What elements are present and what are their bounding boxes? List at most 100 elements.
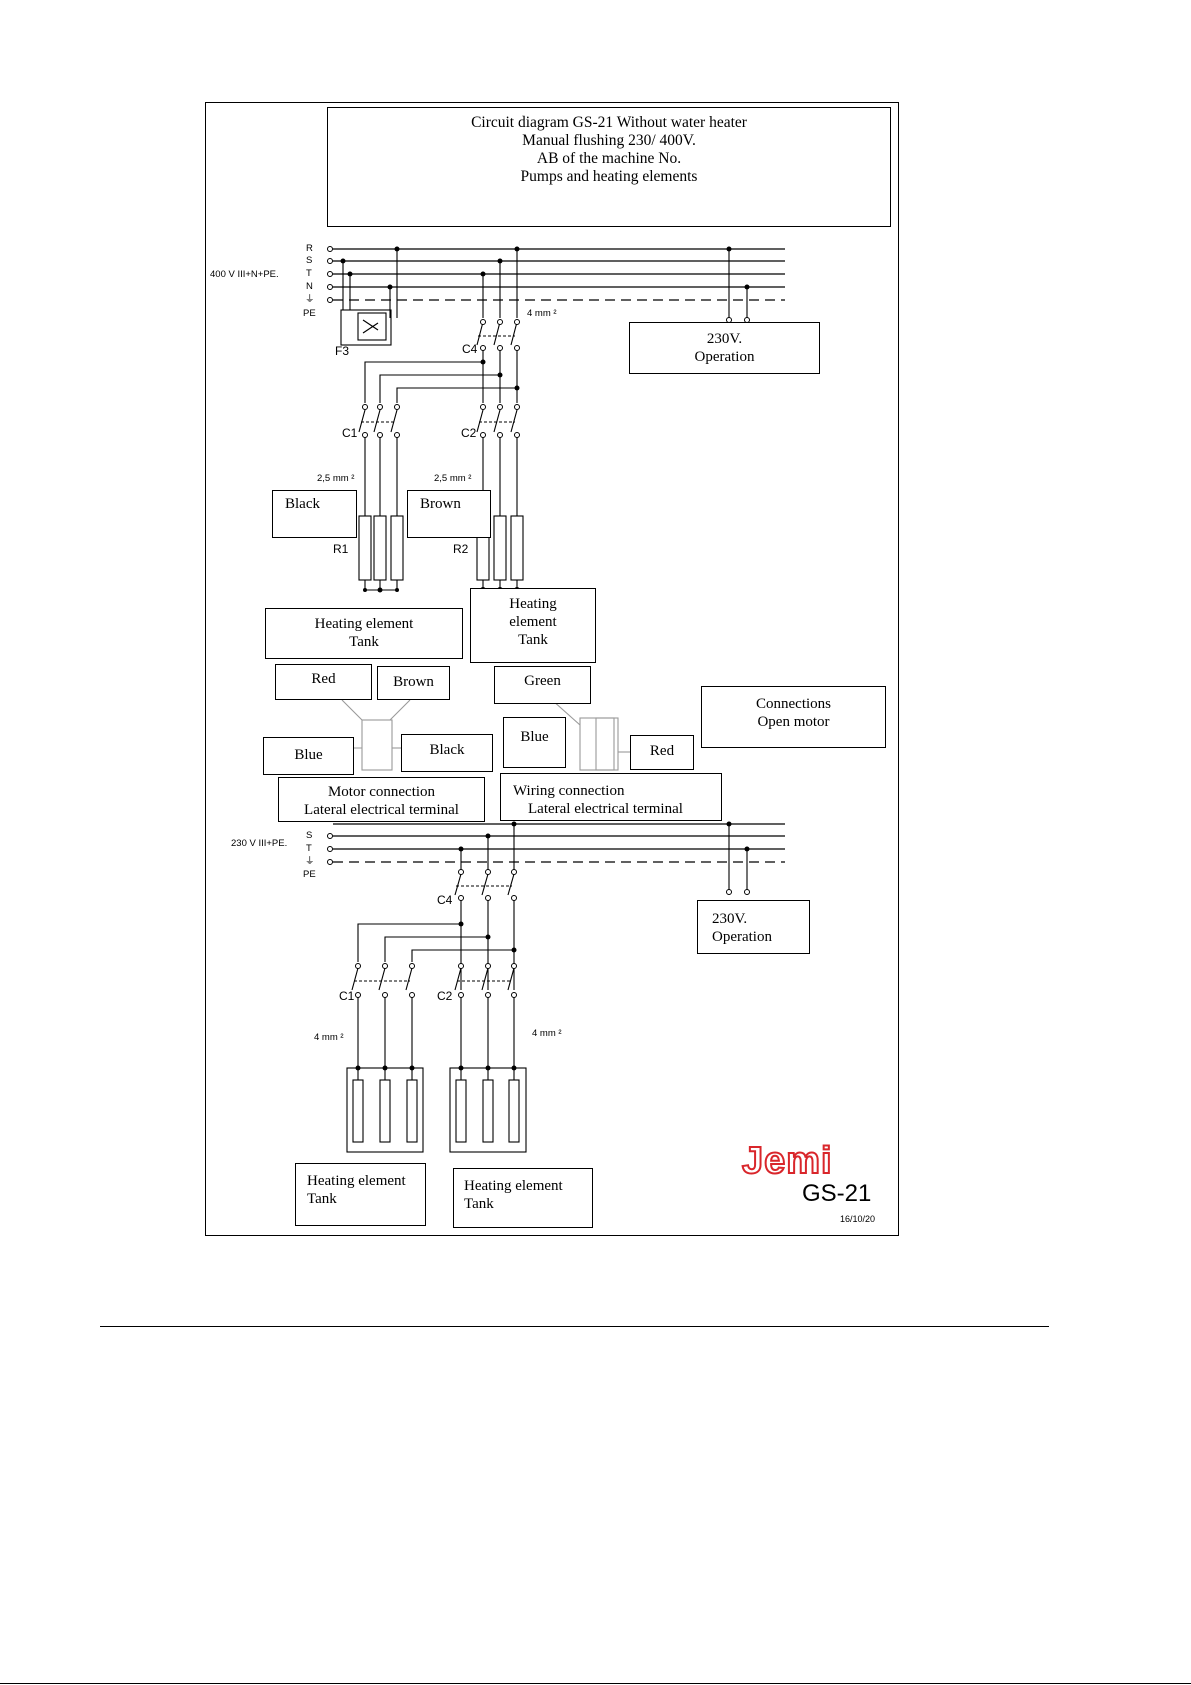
connections-line-1: Connections <box>756 696 831 712</box>
phase-s-label: S <box>306 255 313 266</box>
contactor-c4-bottom <box>454 824 515 990</box>
motor-line-1: Motor connection <box>327 784 436 800</box>
c1-c2-bottom-terminals <box>355 963 517 998</box>
operation-drop-bottom <box>728 824 748 890</box>
heating-tank-left-line-1: Heating element <box>314 616 414 632</box>
heating-bottom-right-line-1: Heating element <box>464 1178 563 1194</box>
svg-text:Jemi: Jemi <box>742 1141 833 1179</box>
connections-box: Connections Open motor <box>701 686 886 748</box>
operation-bottom-line-2: Operation <box>712 929 772 945</box>
supply-230-label: 230 V III+PE. <box>231 838 288 849</box>
color-blue-right-text: Blue <box>520 729 549 745</box>
color-box-green: Green <box>494 666 591 704</box>
color-box-blue-right: Blue <box>503 717 566 768</box>
feeders-top <box>364 361 518 403</box>
title-line-3: AB of the machine No. <box>536 150 682 167</box>
bus-terminals-400 <box>327 246 333 303</box>
color-box-brown-mid: Brown <box>377 666 450 700</box>
heating-box-bottom-right: Heating element Tank <box>453 1168 593 1228</box>
connections-line-2: Open motor <box>757 714 830 730</box>
operation-top-line-2: Operation <box>694 349 755 365</box>
phase-t-230-label: T <box>306 843 312 854</box>
jemi-logo: Jemi <box>741 1141 833 1179</box>
color-box-blue-left: Blue <box>263 737 354 775</box>
title-box: Circuit diagram GS-21 Without water heat… <box>327 107 891 227</box>
model-label: GS-21 <box>802 1180 872 1207</box>
color-box-red-left: Red <box>275 664 372 700</box>
c4-top-terminals <box>480 319 520 351</box>
phase-s-230-label: S <box>306 830 313 841</box>
color-brown-mid-text: Brown <box>393 674 434 690</box>
contactor-c1-bottom-label: C1 <box>339 989 355 1003</box>
phase-r-label: R <box>306 243 313 254</box>
cable-r2-label: 2,5 mm ² <box>434 473 472 484</box>
bus-lines-230 <box>333 823 785 863</box>
color-brown-top-text: Brown <box>420 496 461 512</box>
heating-tank-right-line-1: Heating <box>509 596 557 612</box>
wiring-connection-sketch <box>551 699 632 771</box>
resistor-r1-label: R1 <box>333 542 349 556</box>
heating-bottom-junctions <box>355 1065 517 1071</box>
color-red-left-text: Red <box>311 671 336 687</box>
color-black-top-text: Black <box>285 496 320 512</box>
color-black-mid-text: Black <box>429 742 465 758</box>
bus-lines-400 <box>333 248 785 301</box>
cable-bottom-left-label: 4 mm ² <box>314 1032 344 1043</box>
ground-icon: ⏚ <box>305 294 315 305</box>
r1-junctions <box>363 587 399 593</box>
fuse-wiring <box>340 249 398 346</box>
heating-group-bottom-right <box>449 1067 527 1153</box>
color-blue-left-text: Blue <box>294 747 323 763</box>
cable-r1-label: 2,5 mm ² <box>317 473 355 484</box>
c1-c2-top-terminals <box>362 404 520 438</box>
c4-bottom-terminals <box>458 869 517 901</box>
operation-top-line-1: 230V. <box>706 331 743 347</box>
supply-400-label: 400 V III+N+PE. <box>210 269 279 280</box>
ground-230-icon: ⏚ <box>305 856 315 867</box>
title-line-1: Circuit diagram GS-21 Without water heat… <box>471 114 747 131</box>
footer-rule <box>100 1326 1049 1327</box>
page-bottom-rule <box>0 1683 1191 1684</box>
cable-bottom-right-label: 4 mm ² <box>532 1028 562 1039</box>
phase-pe-label: PE <box>303 308 316 319</box>
heating-bottom-right-line-2: Tank <box>464 1196 494 1212</box>
diagram-frame <box>205 102 899 1236</box>
motor-line-2: Lateral electrical terminal <box>304 802 459 818</box>
heating-bottom-left-line-1: Heating element <box>307 1173 406 1189</box>
resistor-r2-label: R2 <box>453 542 469 556</box>
motor-connection-box: Motor connection Lateral electrical term… <box>278 777 485 822</box>
operation-box-top: 230V. Operation <box>629 322 820 374</box>
operation-box-bottom: 230V. Operation <box>697 900 810 954</box>
phase-n-label: N <box>306 281 313 292</box>
heating-tank-right-line-2: element <box>509 614 557 630</box>
contactor-c2-top-label: C2 <box>461 426 477 440</box>
heating-tank-right-line-3: Tank <box>518 632 548 648</box>
phase-t-label: T <box>306 268 312 279</box>
cable-4mm-label: 4 mm ² <box>527 308 557 319</box>
operation-bottom-line-1: 230V. <box>712 911 748 927</box>
contactors-c1-c2-bottom <box>351 967 515 1068</box>
resistor-r1 <box>358 515 404 591</box>
heating-group-bottom-left <box>346 1067 424 1153</box>
operation-drop-top <box>728 249 748 318</box>
feeder-junctions-top <box>480 359 520 391</box>
contactor-c4-bottom-label: C4 <box>437 893 453 907</box>
heating-box-tank-right: Heating element Tank <box>470 588 596 663</box>
wiring-connection-box: Wiring connection Lateral electrical ter… <box>500 773 722 821</box>
title-line-2: Manual flushing 230/ 400V. <box>522 132 696 149</box>
contactor-c4-top-label: C4 <box>462 342 478 356</box>
color-box-red-right: Red <box>630 735 694 770</box>
wiring-line-1: Wiring connection <box>513 783 625 799</box>
phase-pe-230-label: PE <box>303 869 316 880</box>
color-red-right-text: Red <box>649 743 675 759</box>
heating-bottom-left-line-2: Tank <box>307 1191 337 1207</box>
heating-box-tank-left: Heating element Tank <box>265 608 463 659</box>
title-line-4: Pumps and heating elements <box>520 168 698 185</box>
heating-box-bottom-left: Heating element Tank <box>295 1163 426 1226</box>
color-green-text: Green <box>524 673 561 689</box>
date-label: 16/10/20 <box>840 1214 876 1224</box>
color-box-black-top: Black <box>272 490 357 538</box>
color-box-brown-top: Brown <box>407 490 491 538</box>
color-box-black-mid: Black <box>401 734 493 772</box>
